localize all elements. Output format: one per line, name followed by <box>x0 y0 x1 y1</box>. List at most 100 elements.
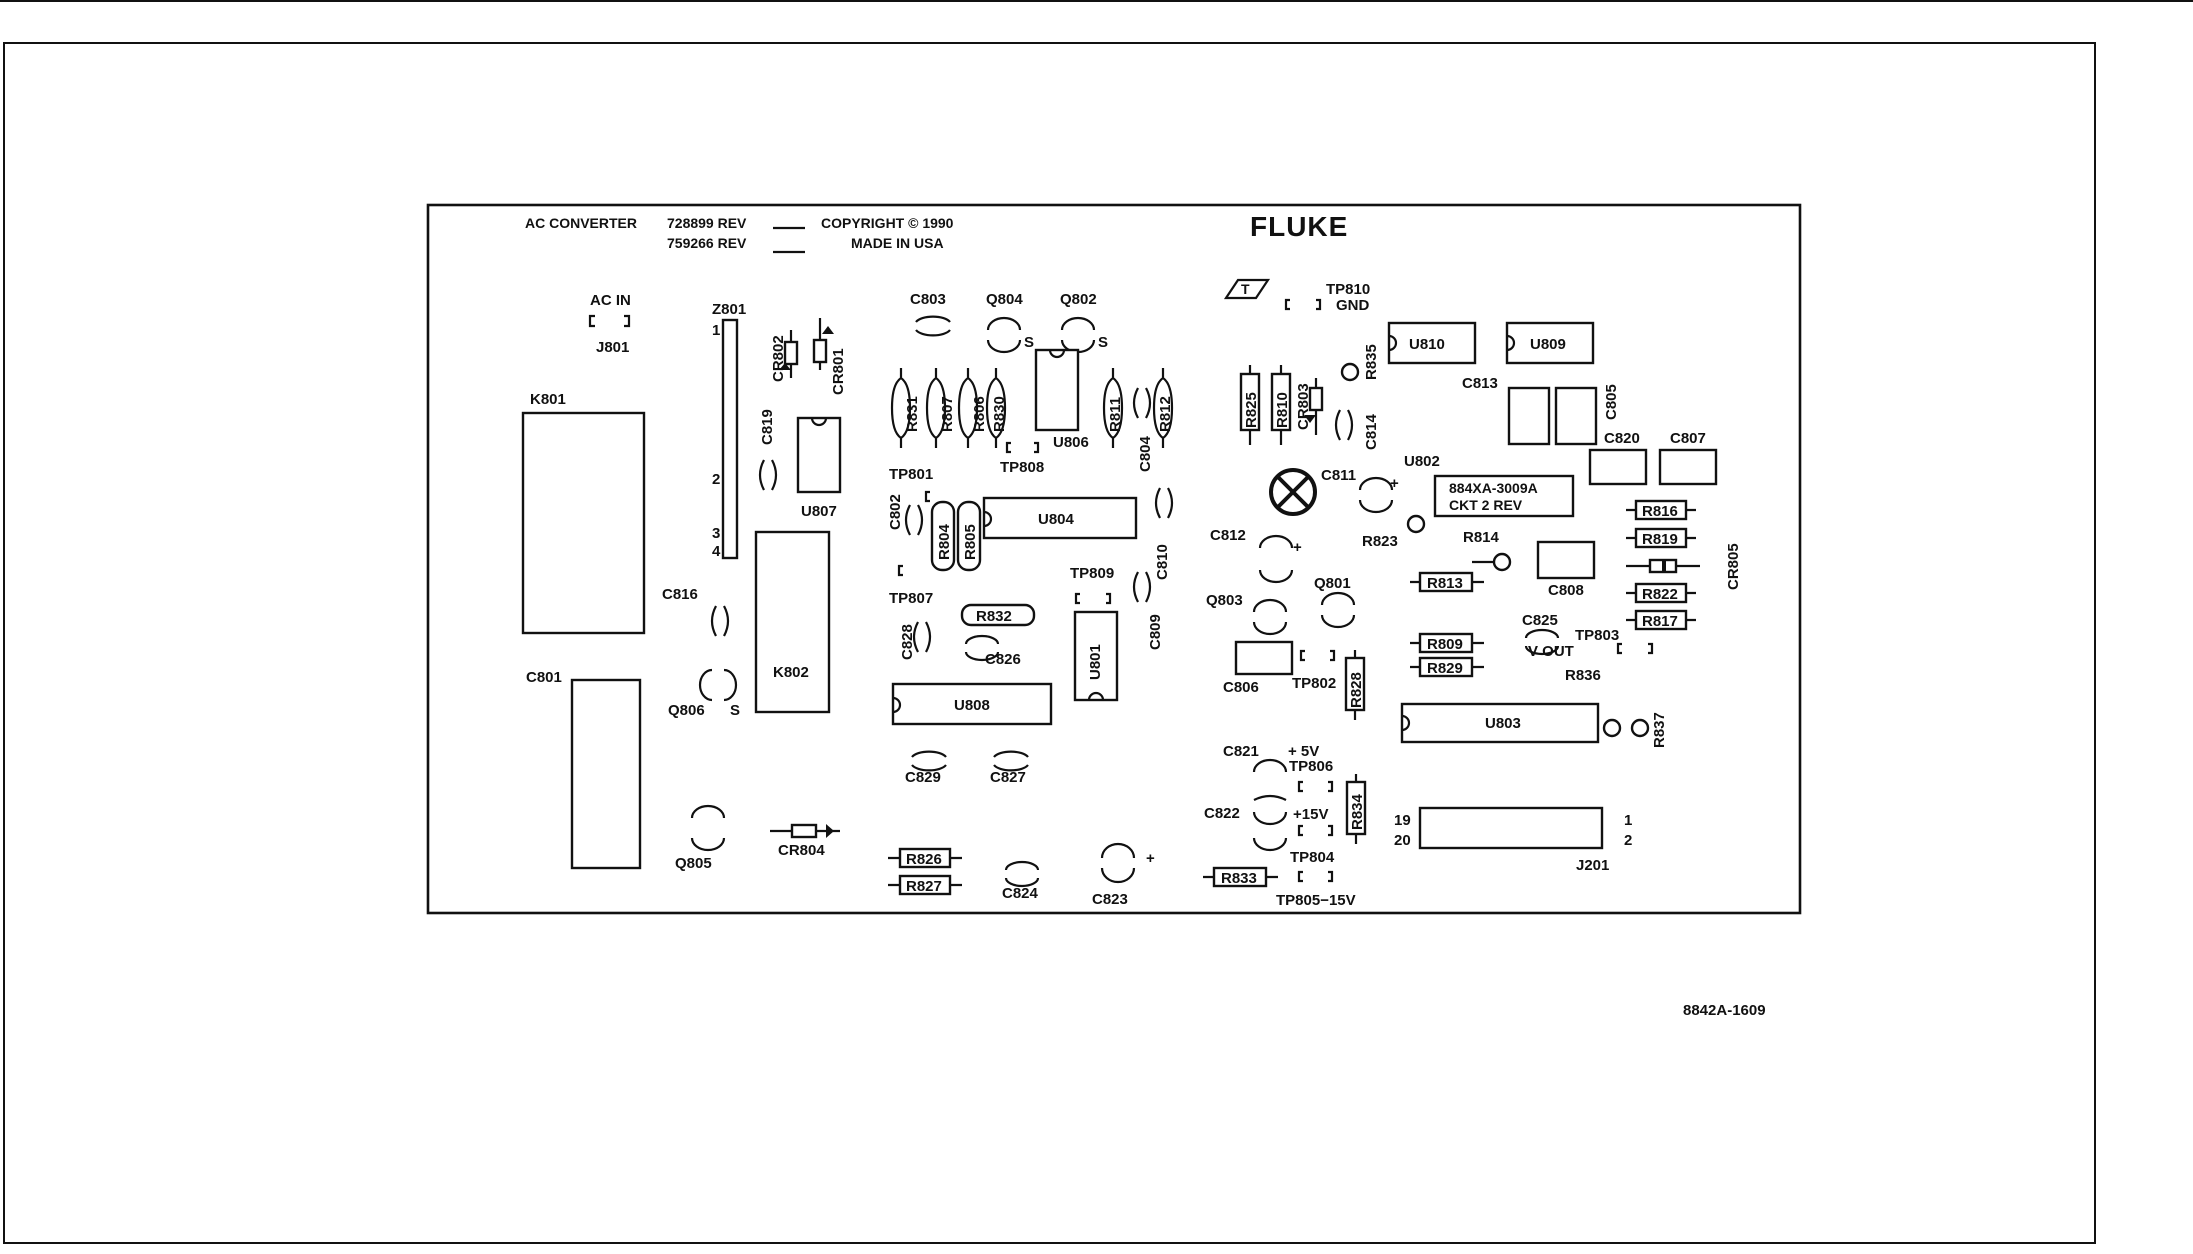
label-r822: R822 <box>1642 586 1678 603</box>
c823-cap <box>1100 842 1136 884</box>
j201-pin-19: 19 <box>1394 812 1411 829</box>
label-cr805: CR805 <box>1725 543 1742 590</box>
tp806-pads <box>1297 780 1334 793</box>
board-ckt: CKT 2 REV <box>1449 497 1523 513</box>
label-r816: R816 <box>1642 503 1678 520</box>
label-c816: C816 <box>662 586 698 603</box>
label-u802: U802 <box>1404 453 1440 470</box>
c829-cap <box>911 750 947 772</box>
t-marker <box>1223 278 1271 300</box>
label-tp804: TP804 <box>1290 849 1335 866</box>
c804-cap <box>1132 387 1152 419</box>
label-r831: R831 <box>904 396 921 432</box>
label-c827: C827 <box>990 769 1026 786</box>
label-c825: C825 <box>1522 612 1558 629</box>
part-number-1: 728899 REV <box>667 215 747 231</box>
c801-capacitor <box>570 678 642 870</box>
cr803-diode <box>1304 378 1324 435</box>
q802-transistor <box>1060 316 1096 354</box>
label-u810: U810 <box>1409 336 1445 353</box>
label-r828: R828 <box>1348 672 1365 708</box>
label-c819: C819 <box>759 409 776 445</box>
figure-number: 8842A-1609 <box>1683 1002 1766 1019</box>
c825-cap <box>1524 628 1560 656</box>
q804-transistor <box>986 316 1022 354</box>
j201-pin-1: 1 <box>1624 812 1632 829</box>
label-c803: C803 <box>910 291 946 308</box>
label-tp808: TP808 <box>1000 459 1044 476</box>
label-u808: U808 <box>954 697 990 714</box>
label-cr802: CR802 <box>770 335 787 382</box>
label-r811: R811 <box>1107 397 1124 432</box>
made-in: MADE IN USA <box>851 235 944 251</box>
label-u804: U804 <box>1038 511 1075 528</box>
label-c821: C821 <box>1223 743 1259 760</box>
r826-resistor <box>888 847 962 869</box>
tp810-pads <box>1284 298 1322 311</box>
part-number-2: 759266 REV <box>667 235 747 251</box>
r828-resistor <box>1344 650 1366 720</box>
label-r830: R830 <box>991 396 1008 432</box>
u801-chip <box>1073 610 1119 702</box>
label-c820: C820 <box>1604 430 1640 447</box>
c819-cap <box>758 459 778 491</box>
c828-cap <box>912 621 932 653</box>
label-u803: U803 <box>1485 715 1521 732</box>
label-u806: U806 <box>1053 434 1089 451</box>
label-r826: R826 <box>906 851 942 868</box>
label-c822: C822 <box>1204 805 1240 822</box>
label-tp805: TP805−15V <box>1276 892 1356 909</box>
j201-pin-20: 20 <box>1394 832 1411 849</box>
tp807-pad <box>897 564 903 577</box>
z801-pin-2: 2 <box>712 471 720 488</box>
c827-cap <box>993 750 1029 772</box>
tp804-pads <box>1297 824 1334 837</box>
z801-body <box>721 318 739 560</box>
label-plus-15v: +15V <box>1293 806 1328 823</box>
c802-cap <box>904 504 924 536</box>
label-c801: C801 <box>526 669 562 686</box>
label-r805: R805 <box>962 524 979 560</box>
label-tp806: TP806 <box>1289 758 1333 775</box>
r827-resistor <box>888 874 962 896</box>
label-r836: R836 <box>1565 667 1601 684</box>
board-ident-box <box>1433 474 1575 518</box>
cr801-diode <box>812 318 834 370</box>
label-c828: C828 <box>899 624 916 660</box>
tp809-pads <box>1074 592 1112 605</box>
copyright: COPYRIGHT © 1990 <box>821 215 954 231</box>
r829-resistor <box>1410 656 1484 678</box>
r835-pad <box>1340 362 1360 382</box>
tp805-pads <box>1297 870 1334 883</box>
tp808-pads <box>1005 441 1040 454</box>
r810-resistor <box>1270 365 1292 445</box>
u808-chip <box>891 682 1053 726</box>
label-r819: R819 <box>1642 531 1678 548</box>
label-r817: R817 <box>1642 613 1678 630</box>
c812-cap-top <box>1258 534 1294 549</box>
j201-connector <box>1418 806 1604 850</box>
label-tp809: TP809 <box>1070 565 1114 582</box>
cr804-diode <box>770 823 840 839</box>
board-ident: 884XA-3009A <box>1449 480 1538 496</box>
label-c811: C811 <box>1321 467 1356 484</box>
label-r834: R834 <box>1349 793 1366 830</box>
label-v-out: V OUT <box>1528 643 1574 660</box>
q805-transistor <box>690 804 726 852</box>
figure-frame <box>3 42 2096 1244</box>
label-tp801: TP801 <box>889 466 933 483</box>
r809-resistor <box>1410 632 1484 654</box>
label-c809: C809 <box>1147 614 1164 650</box>
label-r833: R833 <box>1221 870 1257 887</box>
tp803-pads <box>1616 642 1654 655</box>
r831-resistor <box>890 368 912 448</box>
c805-capacitor <box>1554 386 1598 446</box>
r830-resistor <box>985 368 1007 448</box>
label-c804: C804 <box>1137 435 1154 472</box>
label-c823: C823 <box>1092 891 1128 908</box>
r807-resistor <box>925 368 947 448</box>
c823-polarity: + <box>1146 850 1155 867</box>
label-ac-in: AC IN <box>590 292 631 309</box>
q802-source: S <box>1098 334 1108 351</box>
label-r837: R837 <box>1651 712 1668 748</box>
